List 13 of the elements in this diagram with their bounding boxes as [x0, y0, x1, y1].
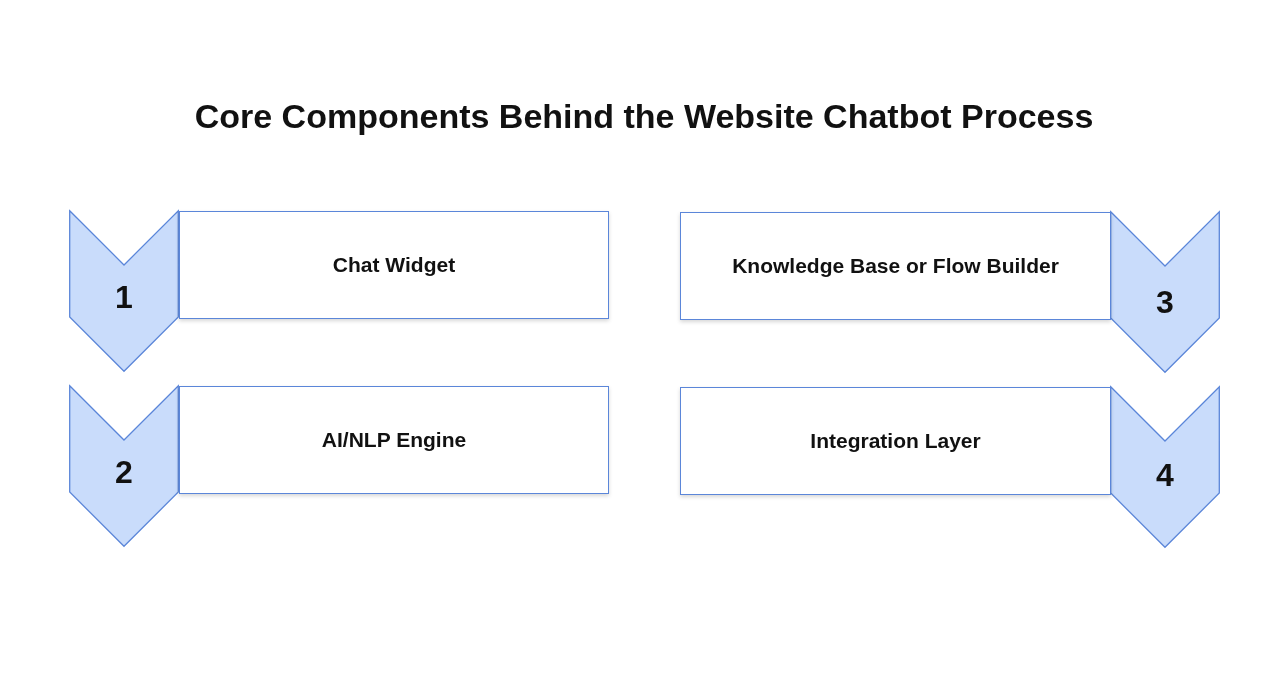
component-label: Knowledge Base or Flow Builder — [732, 253, 1059, 279]
component-card — [680, 212, 1111, 320]
step-number: 2 — [114, 453, 134, 491]
title: Core Components Behind the Website Chatbot Process — [193, 96, 1095, 137]
step-number: 3 — [1155, 283, 1175, 321]
component-card — [680, 387, 1111, 495]
component-label: AI/NLP Engine — [321, 427, 467, 453]
component-card — [179, 386, 609, 494]
step-number: 1 — [114, 278, 134, 316]
component-label: Chat Widget — [332, 252, 456, 278]
component-label: Integration Layer — [810, 428, 981, 454]
component-card — [179, 211, 609, 319]
step-number: 4 — [1155, 456, 1175, 494]
